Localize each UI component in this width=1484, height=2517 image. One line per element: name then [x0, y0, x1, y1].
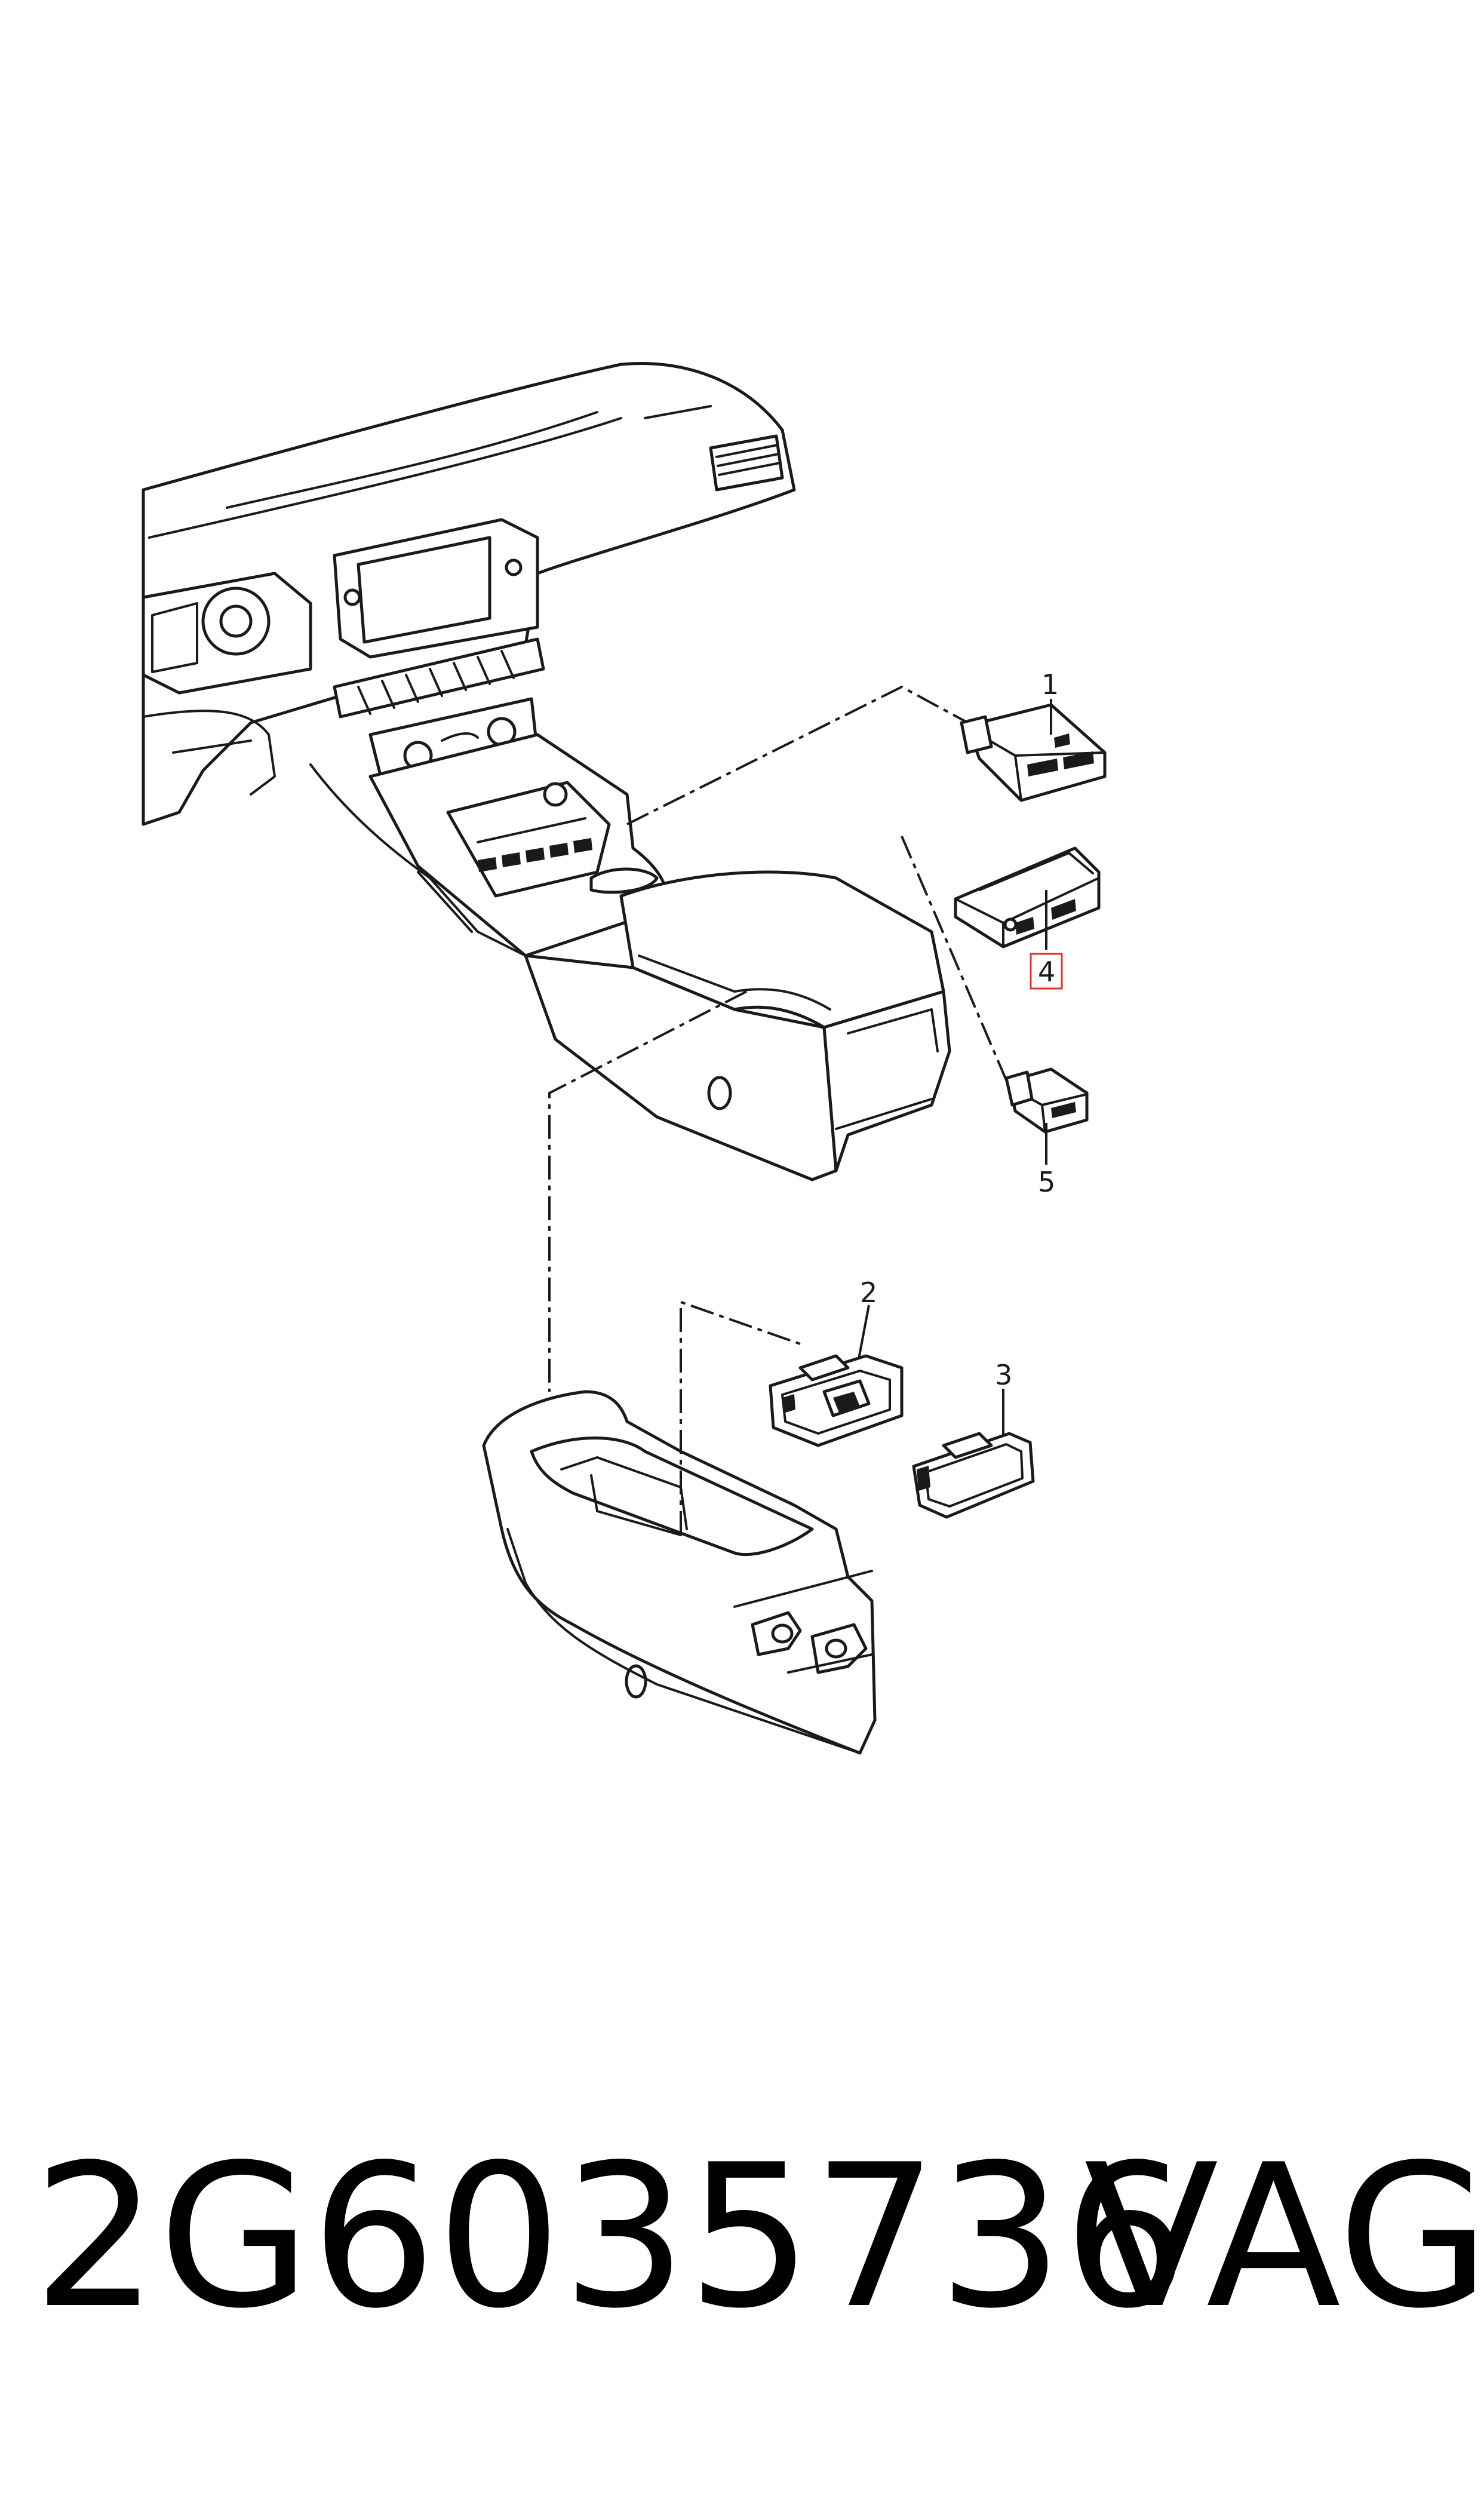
callout-3[interactable]: 3 [995, 1359, 1012, 1391]
callout-1[interactable]: 1 [1041, 668, 1059, 701]
part-1-usb-socket[interactable] [960, 703, 1107, 802]
callout-5[interactable]: 5 [1038, 1166, 1055, 1198]
part-2-usb-frame-socket[interactable] [769, 1354, 904, 1447]
part-number: 2G6035736 [33, 2122, 1189, 2352]
part-5-socket[interactable] [1004, 1067, 1089, 1134]
part-3-blank-cover[interactable] [912, 1432, 1035, 1519]
dashboard [142, 362, 796, 826]
callout-2[interactable]: 2 [860, 1276, 877, 1309]
callout-leaders [858, 699, 1052, 1436]
center-console [309, 733, 951, 1181]
rear-console [482, 1390, 877, 1755]
connection-lines [548, 685, 1010, 1535]
part-4-usb-hub[interactable] [954, 846, 1101, 949]
brand-name: VAG [1084, 2122, 1484, 2352]
callout-4[interactable]: 4 [1038, 956, 1055, 988]
callout-4-highlight [1030, 953, 1063, 990]
